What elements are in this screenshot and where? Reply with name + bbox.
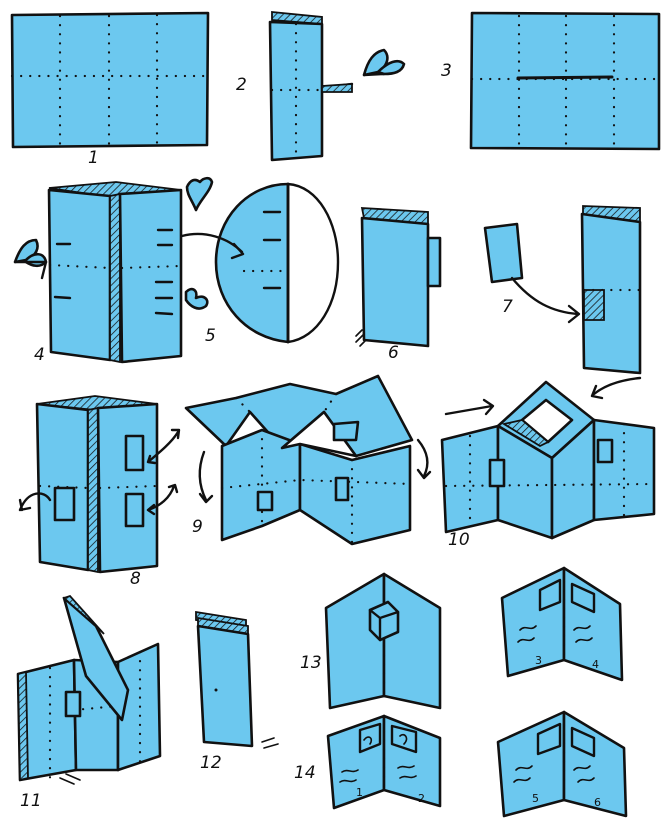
step-3-sheet-cut [469, 11, 661, 151]
fold-arrow-icon [198, 450, 214, 504]
page-number-3: 3 [535, 654, 542, 667]
step-2-folded [268, 11, 354, 162]
step-14-zine-spread-3 [496, 710, 628, 818]
scissors-icon [13, 238, 48, 280]
page-number-5: 5 [532, 792, 539, 805]
step-1-sheet [10, 11, 210, 149]
step-number-1: 1 [88, 148, 99, 168]
step-13-popup [324, 572, 442, 710]
step-number-10: 10 [448, 530, 470, 550]
fold-arrow-icon [146, 483, 179, 516]
fold-arrow-icon [416, 438, 432, 480]
step-number-3: 3 [441, 61, 452, 81]
step-6-book [355, 207, 442, 348]
page-number-2: 2 [418, 792, 425, 805]
fold-arrow-icon [590, 376, 642, 400]
step-number-9: 9 [192, 517, 203, 537]
step-7-flap [483, 222, 524, 284]
step-8-zigzag-tabs [35, 395, 159, 574]
step-7-book [580, 205, 642, 375]
step-number-4: 4 [34, 345, 45, 365]
arrow-head [567, 304, 581, 324]
scissors-icon [184, 287, 209, 310]
scissors-icon [362, 48, 406, 77]
step-11-closing [16, 594, 162, 785]
page-number-6: 6 [594, 796, 601, 809]
fold-arrow-icon [510, 276, 580, 316]
fold-arrow-icon [146, 428, 181, 465]
step-number-6: 6 [388, 343, 399, 363]
step-number-7: 7 [502, 297, 513, 317]
arrow-head [230, 242, 245, 260]
step-10-star [440, 380, 656, 540]
page-number-4: 4 [592, 658, 599, 671]
step-number-8: 8 [130, 569, 141, 589]
step-9-star [184, 374, 414, 546]
step-number-5: 5 [205, 326, 216, 346]
scissors-icon [185, 176, 214, 212]
step-number-11: 11 [20, 791, 42, 811]
fold-arrow-icon [18, 492, 52, 512]
step-14-zine-spread-2 [500, 566, 624, 682]
step-number-13: 13 [300, 653, 322, 673]
step-14-zine-spread-1 [326, 714, 442, 810]
step-12-closed-zine [195, 610, 279, 749]
step-number-12: 12 [200, 753, 222, 773]
page-number-1: 1 [356, 786, 363, 799]
step-number-2: 2 [236, 75, 247, 95]
magnifier-circle [214, 182, 340, 344]
step-number-14: 14 [294, 763, 316, 783]
fold-arrow-icon [444, 398, 495, 416]
step-4-zigzag [47, 181, 183, 364]
